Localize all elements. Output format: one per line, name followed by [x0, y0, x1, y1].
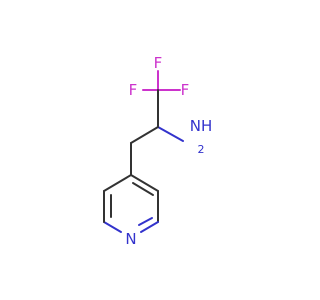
amine-subscript: 2: [198, 143, 205, 156]
bond-ch-n: [157, 126, 184, 142]
fluorine-right-label: F: [181, 81, 190, 99]
pyridine-nitrogen-label: N: [125, 230, 136, 248]
ring-bond-c5-c4: [103, 174, 132, 192]
ring-bond-c2-n-double: [138, 217, 153, 226]
ring-bond-c4-c3: [130, 174, 159, 192]
fluorine-left-label: F: [129, 81, 138, 99]
amine-label: NH: [190, 117, 213, 135]
ring-bond-n-c6: [103, 221, 122, 233]
ring-bond-c2-n: [140, 221, 159, 233]
chemical-structure: F F F NH 2 N: [103, 54, 213, 248]
ring-bond-c3-c3-double: [132, 182, 154, 196]
fluorine-top-label: F: [154, 54, 163, 72]
bond-ch-ch2: [130, 126, 159, 144]
